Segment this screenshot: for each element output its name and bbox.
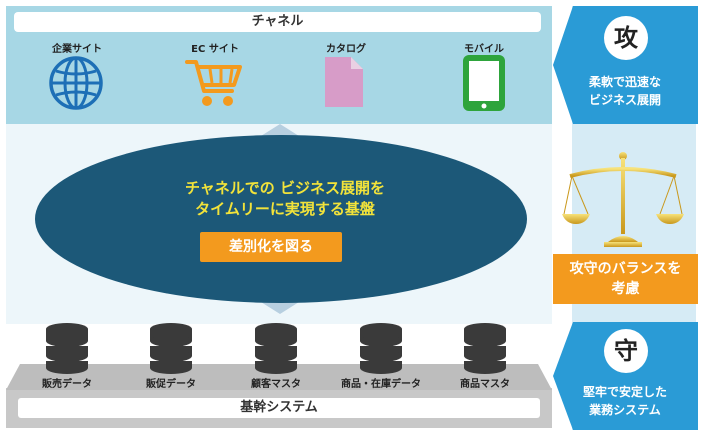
balance-scale-icon: [562, 152, 684, 247]
tablet-icon: [463, 55, 505, 111]
channel-label-corporate-site: 企業サイト: [52, 44, 102, 55]
offense-badge: 攻: [604, 16, 648, 60]
database-label-customer: 顧客マスタ: [251, 379, 301, 390]
offense-description: 柔軟で迅速な ビジネス展開: [555, 73, 695, 109]
channel-label-mobile: モバイル: [464, 44, 504, 55]
database-icon: [359, 323, 403, 374]
differentiate-button: 差別化を図る: [200, 232, 342, 262]
offense-chevron: [553, 6, 698, 124]
database-icon: [254, 323, 298, 374]
database-label-product-master: 商品マスタ: [460, 379, 510, 390]
balance-text-line2: 考慮: [611, 281, 640, 297]
database-icon: [463, 323, 507, 374]
document-icon: [325, 57, 363, 107]
defense-description: 堅牢で安定した 業務システム: [555, 383, 695, 419]
platform-ellipse: [35, 124, 527, 314]
defense-chevron: [553, 322, 698, 430]
platform-text-line2: タイムリーに実現する基盤: [195, 200, 375, 218]
defense-text-line2: 業務システム: [589, 403, 661, 417]
globe-icon: [49, 56, 103, 110]
offense-text-line2: ビジネス展開: [588, 93, 661, 107]
database-icon: [149, 323, 193, 374]
channel-label-ec-site: EC サイト: [191, 44, 239, 55]
offense-text-line1: 柔軟で迅速な: [588, 75, 661, 89]
shopping-cart-icon: [185, 60, 242, 106]
balance-text-line1: 攻守のバランスを: [569, 261, 682, 277]
channel-title: チャネル: [14, 12, 541, 32]
defense-badge: 守: [604, 329, 648, 373]
database-label-product-inventory: 商品・在庫データ: [341, 379, 421, 390]
core-system-platform: [6, 364, 552, 390]
database-label-sales: 販売データ: [42, 379, 92, 390]
platform-description: チャネルでの ビジネス展開を タイムリーに実現する基盤: [120, 178, 450, 220]
database-icon: [45, 323, 89, 374]
defense-text-line1: 堅牢で安定した: [582, 385, 667, 399]
channel-label-catalog: カタログ: [326, 44, 366, 55]
balance-callout: 攻守のバランスを 考慮: [553, 254, 698, 304]
database-label-promotion: 販促データ: [146, 379, 196, 390]
platform-text-line1: チャネルでの ビジネス展開を: [184, 179, 386, 197]
core-system-title: 基幹システム: [18, 398, 540, 418]
